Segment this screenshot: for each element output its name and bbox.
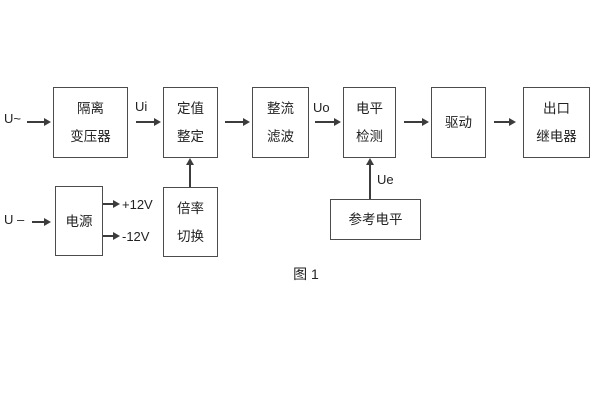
arrowhead-right-icon	[113, 232, 120, 240]
arrow-level-to-drive	[404, 118, 429, 126]
block-label: 电源	[65, 213, 93, 229]
block-reference-level: 参考电平	[330, 199, 421, 240]
arrow-drive-to-relay	[494, 118, 516, 126]
block-isolation-transformer: 隔离 变压器	[53, 87, 128, 158]
arrowhead-right-icon	[44, 218, 51, 226]
block-ratio-switch: 倍率 切换	[163, 187, 218, 257]
block-label: 检测	[356, 129, 383, 144]
block-label: 出口	[543, 101, 570, 116]
block-rectifier-filter: 整流 滤波	[252, 87, 309, 158]
figure-caption: 图 1	[293, 266, 319, 282]
block-label: 倍率	[177, 200, 204, 216]
arrow-isolation-to-setpoint	[136, 118, 161, 126]
block-label: 隔离	[77, 101, 104, 116]
block-output-relay: 出口 继电器	[523, 87, 590, 158]
block-label: 电平	[356, 101, 383, 116]
arrow-rectifier-to-level	[315, 118, 341, 126]
arrow-ac-to-isolation	[27, 118, 51, 126]
block-power-supply: 电源	[55, 186, 103, 256]
block-setpoint-adjust: 定值 整定	[163, 87, 218, 158]
block-label: 定值	[177, 101, 204, 116]
signal-uo-label: Uo	[313, 100, 330, 115]
block-label: 参考电平	[348, 212, 403, 227]
plus12v-label: +12V	[122, 197, 153, 212]
arrowhead-right-icon	[44, 118, 51, 126]
arrow-setpoint-to-rectifier	[225, 118, 250, 126]
arrowhead-up-icon	[366, 158, 374, 165]
arrow-power-plus12v	[103, 200, 120, 208]
dc-input-label: U –	[4, 212, 25, 227]
arrowhead-right-icon	[113, 200, 120, 208]
block-label: 驱动	[445, 115, 472, 130]
block-label: 滤波	[267, 129, 294, 144]
signal-ui-label: Ui	[135, 99, 148, 114]
block-label: 整流	[267, 101, 294, 116]
block-label: 切换	[177, 228, 204, 244]
minus12v-label: -12V	[122, 229, 150, 244]
block-drive: 驱动	[431, 87, 486, 158]
arrowhead-up-icon	[186, 158, 194, 165]
arrowhead-right-icon	[154, 118, 161, 126]
block-level-detect: 电平 检测	[343, 87, 396, 158]
arrowhead-right-icon	[334, 118, 341, 126]
arrowhead-right-icon	[243, 118, 250, 126]
block-label: 整定	[177, 129, 204, 144]
block-label: 变压器	[70, 129, 111, 144]
arrow-ratio-to-setpoint	[186, 158, 194, 187]
signal-ue-label: Ue	[377, 172, 394, 187]
arrow-dc-to-power	[32, 218, 51, 226]
arrowhead-right-icon	[422, 118, 429, 126]
ac-input-label: U~	[4, 111, 21, 126]
arrowhead-right-icon	[509, 118, 516, 126]
arrow-reference-to-level	[366, 158, 374, 199]
block-label: 继电器	[536, 129, 577, 144]
arrow-power-minus12v	[103, 232, 120, 240]
